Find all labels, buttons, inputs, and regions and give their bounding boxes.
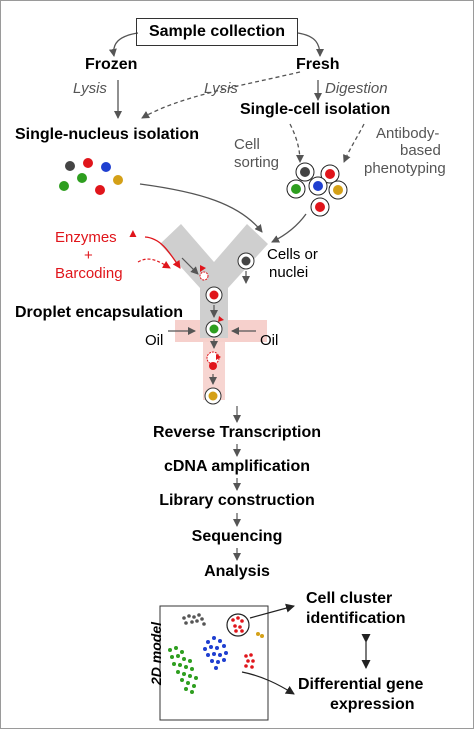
step-cdna-amplification: cDNA amplification: [163, 458, 311, 475]
cells-or-line1: Cells or: [267, 246, 318, 263]
step-analysis: Analysis: [204, 563, 270, 580]
nucleus-dot: [83, 158, 93, 168]
top-arrows: [108, 32, 365, 243]
nucleus-dot: [65, 161, 75, 171]
sample-collection-box: Sample collection: [136, 18, 298, 46]
arrow-to-fresh: [297, 32, 324, 57]
droplet-label: Droplet encapsulation: [15, 304, 184, 321]
dashed-sorting: [289, 123, 304, 163]
flow-arrow: [181, 257, 199, 275]
nucleus-dot: [101, 162, 111, 172]
cluster-red: [231, 616, 244, 633]
step-reverse-transcription: Reverse Transcription: [152, 424, 322, 441]
barcoding-label: Barcoding: [55, 265, 123, 282]
antibody-line1: Antibody-: [376, 125, 440, 142]
digestion-label: Digestion: [325, 80, 388, 97]
microfluidic-chip: [137, 224, 268, 405]
cluster-red-small: [244, 653, 255, 669]
cell-sorting-line1: Cell: [234, 136, 260, 153]
barcode-arrow: [137, 258, 171, 269]
step-sequencing: Sequencing: [191, 528, 283, 545]
single-cell-label: Single-cell isolation: [240, 101, 391, 118]
antibody-line2: based: [400, 142, 441, 159]
nucleus-dot: [77, 173, 87, 183]
fresh-label: Fresh: [296, 56, 340, 73]
model-frame: [159, 605, 269, 721]
diff-line1: Differential gene: [298, 676, 424, 693]
selected-cluster-ring: [226, 613, 250, 637]
cluster-line2: identification: [306, 610, 406, 627]
single-cells: [286, 162, 348, 217]
oil-right-label: Oil: [260, 332, 279, 349]
diff-line2: expression: [330, 696, 415, 713]
model-2d-label: 2D model: [148, 621, 164, 685]
arrow-to-diff-expr: [241, 671, 295, 695]
frozen-label: Frozen: [85, 56, 138, 73]
arrow-cells-to-channel: [271, 213, 307, 243]
oil-left-label: Oil: [145, 332, 164, 349]
enzyme-triangle-icon: ▲: [127, 226, 139, 240]
enzyme-arrow: [144, 236, 181, 269]
cluster-line1: Cell cluster: [306, 590, 393, 607]
single-nucleus-label: Single-nucleus isolation: [15, 126, 200, 143]
cells-or-line2: nuclei: [269, 264, 309, 281]
cluster-gold: [256, 632, 264, 638]
nucleus-dot: [95, 185, 105, 195]
arrow-to-frozen: [108, 32, 139, 57]
nucleus-dot: [59, 181, 69, 191]
cluster-blue: [203, 636, 228, 670]
cluster-green: [168, 646, 198, 694]
lysis-mid-label: Lysis: [204, 80, 238, 97]
antibody-line3: phenotyping: [364, 160, 446, 177]
model-panel: [159, 603, 371, 721]
cluster-gray: [182, 613, 206, 626]
enzymes-label: Enzymes: [55, 229, 117, 246]
channel-y: [160, 224, 268, 338]
dashed-antibody: [343, 123, 365, 163]
arrow-nucleus-to-channel: [139, 183, 263, 233]
nuclei-cluster: [59, 158, 123, 195]
dashed-fresh-to-nucleus: [141, 71, 301, 119]
arrow-to-cluster-id: [249, 603, 295, 619]
cell-sorting-line2: sorting: [234, 154, 280, 171]
nucleus-dot: [113, 175, 123, 185]
step-library-construction: Library construction: [159, 492, 315, 509]
lysis-left-label: Lysis: [73, 80, 107, 97]
plus-label: +: [84, 247, 93, 264]
